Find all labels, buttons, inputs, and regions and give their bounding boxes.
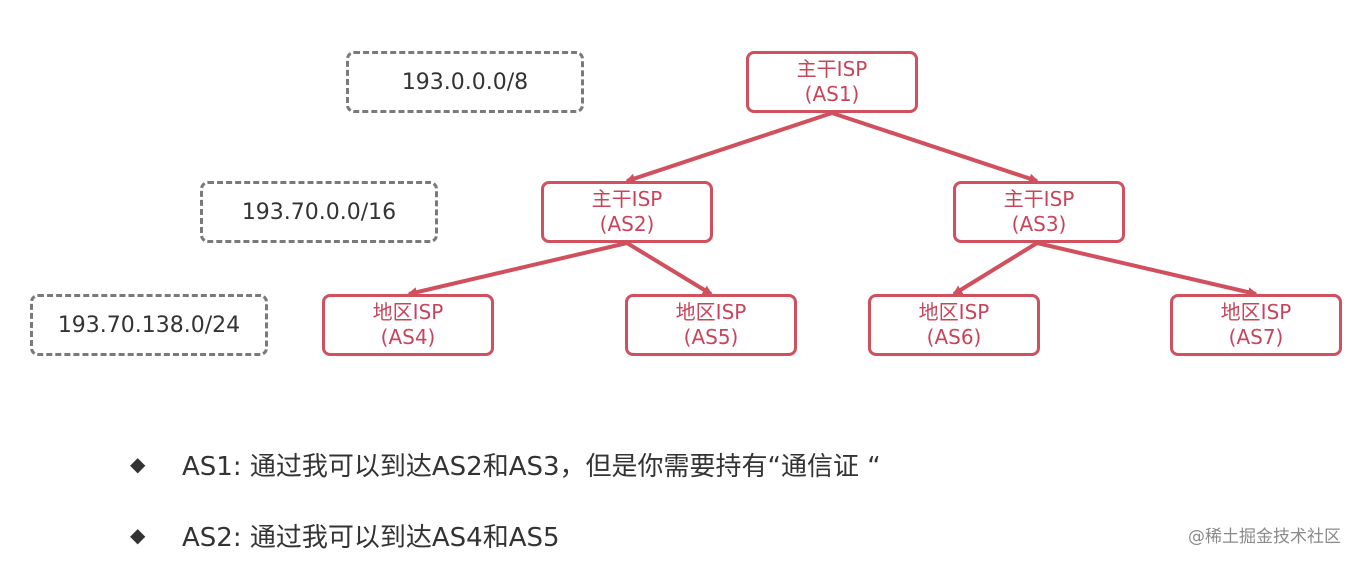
edge-as1-as2 xyxy=(625,111,833,184)
node-as6-name: 地区ISP xyxy=(918,300,990,324)
node-as5-name: 地区ISP xyxy=(675,300,747,324)
edge-as3-as7 xyxy=(1036,241,1258,298)
node-as2: 主干ISP (AS2) xyxy=(541,181,713,243)
edge-as2-as5 xyxy=(625,241,713,296)
prefix-box-16: 193.70.0.0/16 xyxy=(200,181,438,243)
node-as4-as: (AS4) xyxy=(380,325,436,349)
diamond-bullet-icon: ◆ xyxy=(130,452,146,476)
node-as4: 地区ISP (AS4) xyxy=(322,294,494,356)
node-as4-name: 地区ISP xyxy=(372,300,444,324)
node-as7: 地区ISP (AS7) xyxy=(1170,294,1342,356)
edge-as2-as4 xyxy=(407,241,628,298)
edge-as1-as3 xyxy=(831,111,1039,184)
node-as1-as: (AS1) xyxy=(804,82,860,106)
node-as1: 主干ISP (AS1) xyxy=(746,51,918,113)
node-as5-as: (AS5) xyxy=(683,325,739,349)
node-as3: 主干ISP (AS3) xyxy=(953,181,1125,243)
node-as2-name: 主干ISP xyxy=(591,187,663,211)
watermark: @稀土掘金技术社区 xyxy=(1188,527,1341,547)
bullet-item: ◆ AS2: 通过我可以到达AS4和AS5 xyxy=(130,515,881,555)
node-as1-name: 主干ISP xyxy=(796,57,868,81)
tree-edges xyxy=(407,111,1258,298)
edge-as3-as6 xyxy=(952,241,1039,296)
bullet-item: ◆ AS1: 通过我可以到达AS2和AS3，但是你需要持有“通信证 “ xyxy=(130,444,881,484)
diamond-bullet-icon: ◆ xyxy=(130,523,146,547)
node-as2-as: (AS2) xyxy=(599,212,655,236)
node-as5: 地区ISP (AS5) xyxy=(625,294,797,356)
prefix-label-16: 193.70.0.0/16 xyxy=(241,199,397,225)
node-as7-as: (AS7) xyxy=(1228,325,1284,349)
prefix-label-24: 193.70.138.0/24 xyxy=(57,312,241,338)
bullet-text: AS1: 通过我可以到达AS2和AS3，但是你需要持有“通信证 “ xyxy=(182,451,881,482)
node-as6: 地区ISP (AS6) xyxy=(868,294,1040,356)
prefix-box-24: 193.70.138.0/24 xyxy=(30,294,268,356)
node-as3-name: 主干ISP xyxy=(1003,187,1075,211)
prefix-box-8: 193.0.0.0/8 xyxy=(346,51,584,113)
node-as6-as: (AS6) xyxy=(926,325,982,349)
node-as3-as: (AS3) xyxy=(1011,212,1067,236)
bullet-list: ◆ AS1: 通过我可以到达AS2和AS3，但是你需要持有“通信证 “ ◆ AS… xyxy=(130,444,881,586)
node-as7-name: 地区ISP xyxy=(1220,300,1292,324)
prefix-label-8: 193.0.0.0/8 xyxy=(401,69,529,95)
bullet-text: AS2: 通过我可以到达AS4和AS5 xyxy=(182,522,560,553)
